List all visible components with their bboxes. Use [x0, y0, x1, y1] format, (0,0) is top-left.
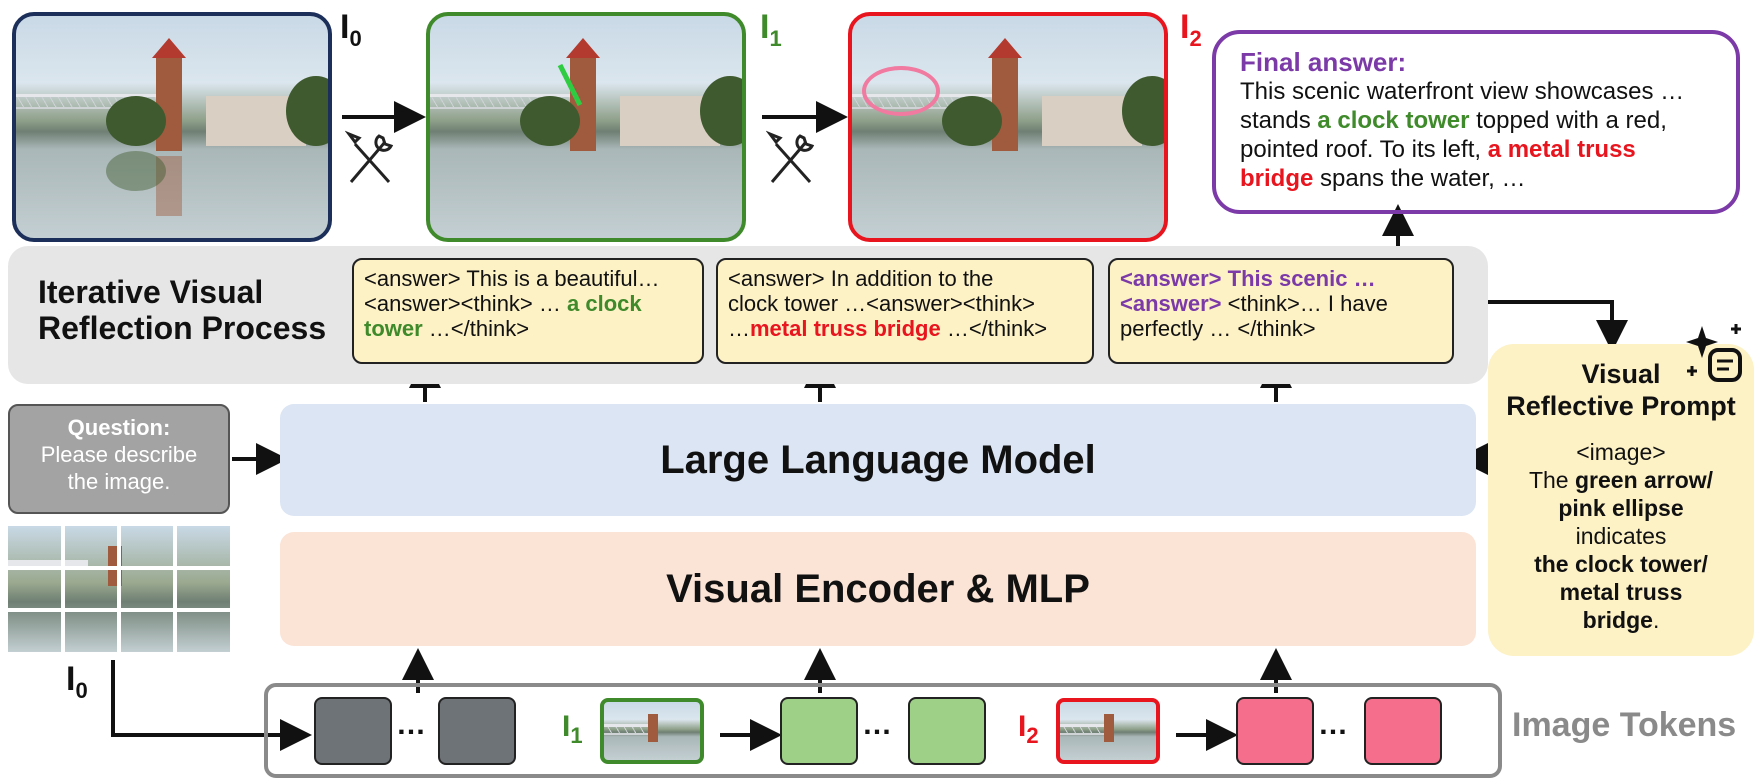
token-label-i1: I1: [562, 710, 583, 748]
reflection-process-title: Iterative Visual Reflection Process: [38, 274, 327, 346]
sparkle-icon: [1684, 322, 1746, 384]
token-gray: [314, 697, 392, 765]
llm-block: Large Language Model: [280, 404, 1476, 516]
image-tokens-panel: [264, 683, 1502, 778]
token-label-i2: I2: [1018, 710, 1039, 748]
question-title: Question:: [67, 415, 171, 440]
final-answer-title: Final answer:: [1240, 47, 1407, 77]
token-ellipsis: …: [1318, 708, 1348, 741]
encoder-label: Visual Encoder & MLP: [666, 566, 1090, 611]
image-i1: [426, 12, 746, 242]
tools-icon: [344, 128, 395, 188]
token-image-i2: [1056, 698, 1160, 764]
image-tokens-label: Image Tokens: [1512, 706, 1737, 744]
llm-label: Large Language Model: [660, 437, 1096, 482]
prompt-title: Visual Reflective Prompt: [1506, 359, 1736, 421]
token-ellipsis: …: [396, 708, 426, 741]
think-box-2: <answer> In addition to the clock tower …: [716, 258, 1094, 364]
arrow-input-tokens: [111, 660, 312, 751]
think-box-3: <answer> This scenic … <answer> <think>……: [1108, 258, 1454, 364]
token-pink: [1364, 697, 1442, 765]
token-ellipsis: …: [862, 708, 892, 741]
token-green: [908, 697, 986, 765]
label-input-i0: I0: [66, 660, 88, 703]
token-pink: [1236, 697, 1314, 765]
label-i1: I1: [760, 8, 782, 51]
encoder-block: Visual Encoder & MLP: [280, 532, 1476, 646]
token-green: [780, 697, 858, 765]
pink-ellipse-icon: [862, 66, 940, 116]
final-answer-box: Final answer: This scenic waterfront vie…: [1212, 30, 1740, 214]
visual-reflective-prompt: Visual Reflective Prompt <image> The gre…: [1488, 344, 1754, 656]
image-i2: [848, 12, 1168, 242]
patch-grid: [8, 526, 230, 652]
token-gray: [438, 697, 516, 765]
input-image-patches: [8, 526, 230, 652]
question-box: Question: Please describe the image.: [8, 404, 230, 514]
image-i0: [12, 12, 332, 242]
question-text: Please describe the image.: [40, 442, 198, 494]
label-i0: I0: [340, 8, 362, 51]
label-i2: I2: [1180, 8, 1202, 51]
think-box-1: <answer> This is a beautiful… <answer><t…: [352, 258, 704, 364]
tools-icon: [765, 128, 816, 188]
green-arrow-icon: [557, 63, 583, 107]
token-image-i1: [600, 698, 704, 764]
arrow-process-prompt: [1488, 300, 1628, 352]
final-answer-text: This scenic waterfront view showcases … …: [1240, 78, 1685, 192]
